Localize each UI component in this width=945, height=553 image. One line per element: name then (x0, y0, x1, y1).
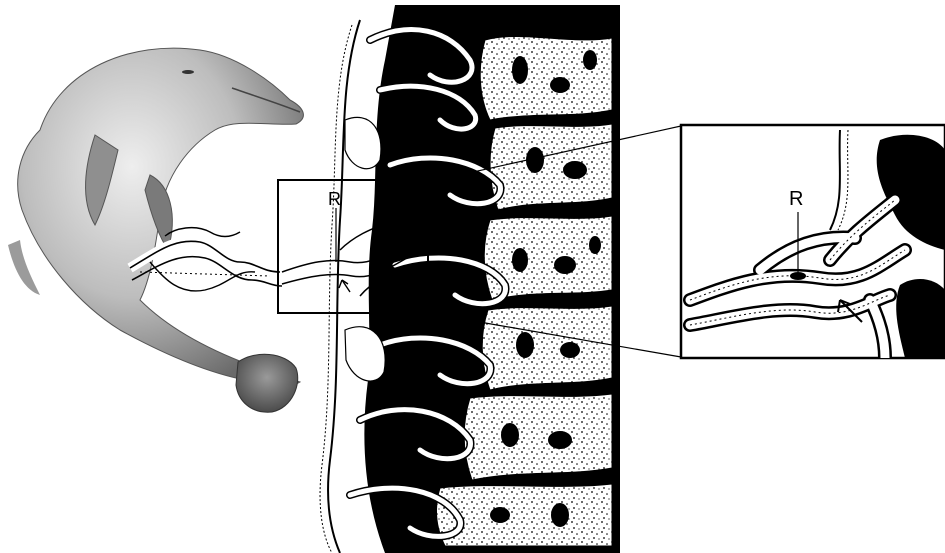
r-label-inset: R (789, 188, 803, 210)
dolphin-photo (8, 48, 303, 412)
zoom-selection-box: R (278, 180, 428, 313)
r-label-main: R (328, 189, 341, 209)
magnified-inset: R (681, 125, 945, 358)
